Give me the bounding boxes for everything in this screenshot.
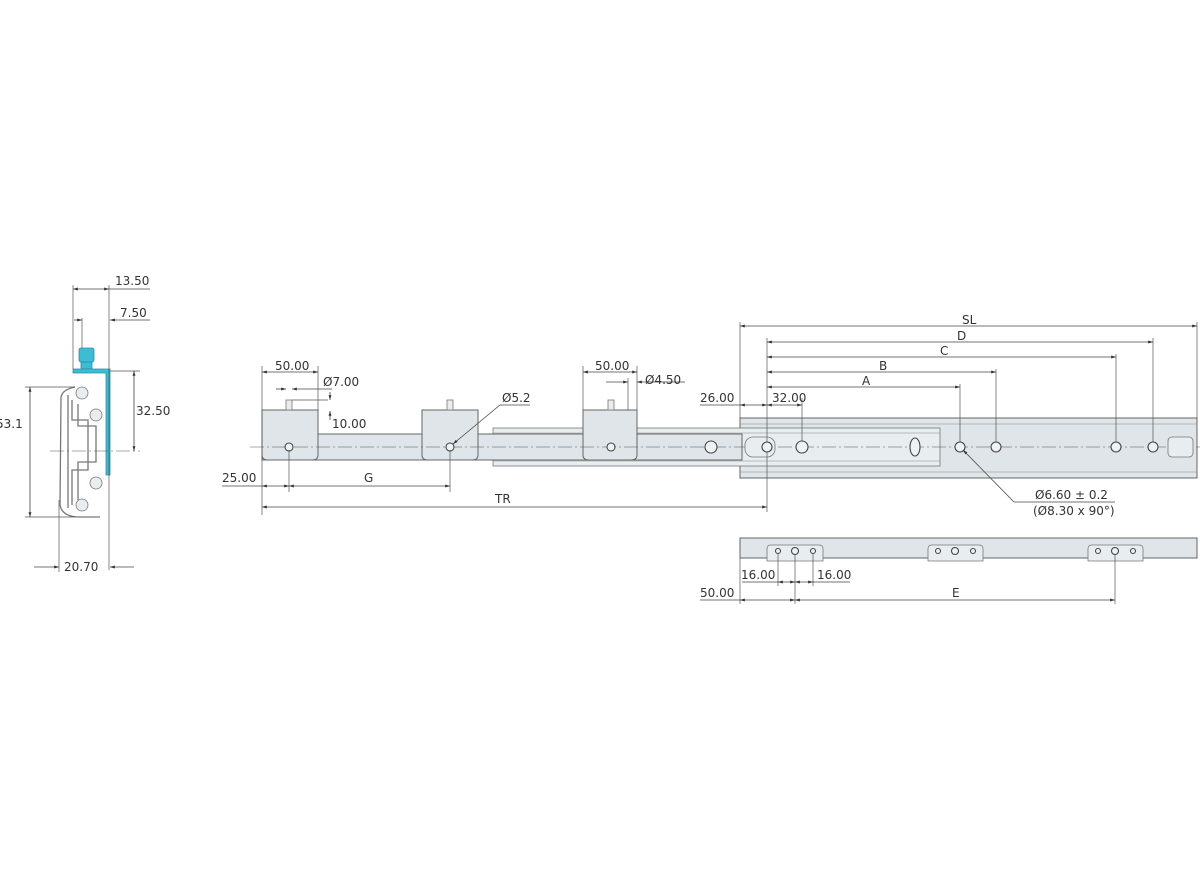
drawer-bracket-3 bbox=[582, 409, 638, 461]
dim-G: G bbox=[364, 471, 373, 485]
dim-26-00: 26.00 bbox=[700, 391, 734, 405]
dim-dia-5-2: Ø5.2 bbox=[502, 391, 531, 405]
hole-spec-primary: Ø6.60 ± 0.2 bbox=[1035, 488, 1108, 502]
dim-50-00-c: 50.00 bbox=[700, 586, 734, 600]
mounting-screw bbox=[78, 347, 95, 363]
dim-TR: TR bbox=[494, 492, 511, 506]
dim-32-50: 32.50 bbox=[136, 404, 170, 418]
mounting-screw-shank bbox=[80, 361, 93, 370]
dim-25-00: 25.00 bbox=[222, 471, 256, 485]
side-view: 50.00 Ø7.00 10.00 Ø5.2 50.00 Ø4.50 25.00… bbox=[222, 313, 1200, 518]
drawer-bracket-1 bbox=[261, 409, 319, 461]
dim-50-00-a: 50.00 bbox=[275, 359, 309, 373]
dim-A: A bbox=[862, 374, 871, 388]
dim-10-00: 10.00 bbox=[332, 417, 366, 431]
dim-C: C bbox=[940, 344, 948, 358]
ball-bearing bbox=[89, 408, 103, 422]
mounting-hole bbox=[761, 441, 773, 453]
end-stop bbox=[1167, 436, 1194, 458]
ball-bearing bbox=[75, 498, 89, 512]
mounting-hole bbox=[1110, 441, 1122, 453]
dim-B: B bbox=[879, 359, 887, 373]
mounting-hole bbox=[795, 440, 809, 454]
mounting-bracket bbox=[72, 368, 111, 476]
hole bbox=[704, 440, 718, 454]
ball-bearing bbox=[89, 476, 103, 490]
hole bbox=[445, 442, 455, 452]
dim-16-00-right: 16.00 bbox=[817, 568, 851, 582]
slide-profile bbox=[59, 386, 100, 518]
dim-16-00-left: 16.00 bbox=[741, 568, 775, 582]
hole bbox=[284, 442, 294, 452]
hole-spec-countersink: (Ø8.30 x 90°) bbox=[1033, 504, 1115, 518]
bottom-view: 16.00 16.00 50.00 E bbox=[700, 537, 1198, 604]
cross-section-view: 13.50 7.50 32.50 53.1 20.70 bbox=[0, 274, 170, 574]
mounting-hole bbox=[1147, 441, 1159, 453]
dim-7-50: 7.50 bbox=[120, 306, 147, 320]
dim-D: D bbox=[957, 329, 966, 343]
bracket-pin bbox=[446, 399, 454, 411]
dim-53-1: 53.1 bbox=[0, 417, 23, 431]
dim-20-70: 20.70 bbox=[64, 560, 98, 574]
dim-E: E bbox=[952, 586, 960, 600]
ball-bearing bbox=[75, 386, 89, 400]
dim-dia-7: Ø7.00 bbox=[323, 375, 359, 389]
dim-50-00-b: 50.00 bbox=[595, 359, 629, 373]
bracket-pin bbox=[607, 399, 615, 411]
drawer-bracket-2 bbox=[421, 409, 479, 461]
dim-32-00: 32.00 bbox=[772, 391, 806, 405]
dim-13-50: 13.50 bbox=[115, 274, 149, 288]
slot bbox=[909, 437, 921, 457]
mounting-hole bbox=[990, 441, 1002, 453]
hole bbox=[606, 442, 616, 452]
dim-SL: SL bbox=[962, 313, 977, 327]
bracket-pin bbox=[285, 399, 293, 411]
dim-dia-4-5: Ø4.50 bbox=[645, 373, 681, 387]
